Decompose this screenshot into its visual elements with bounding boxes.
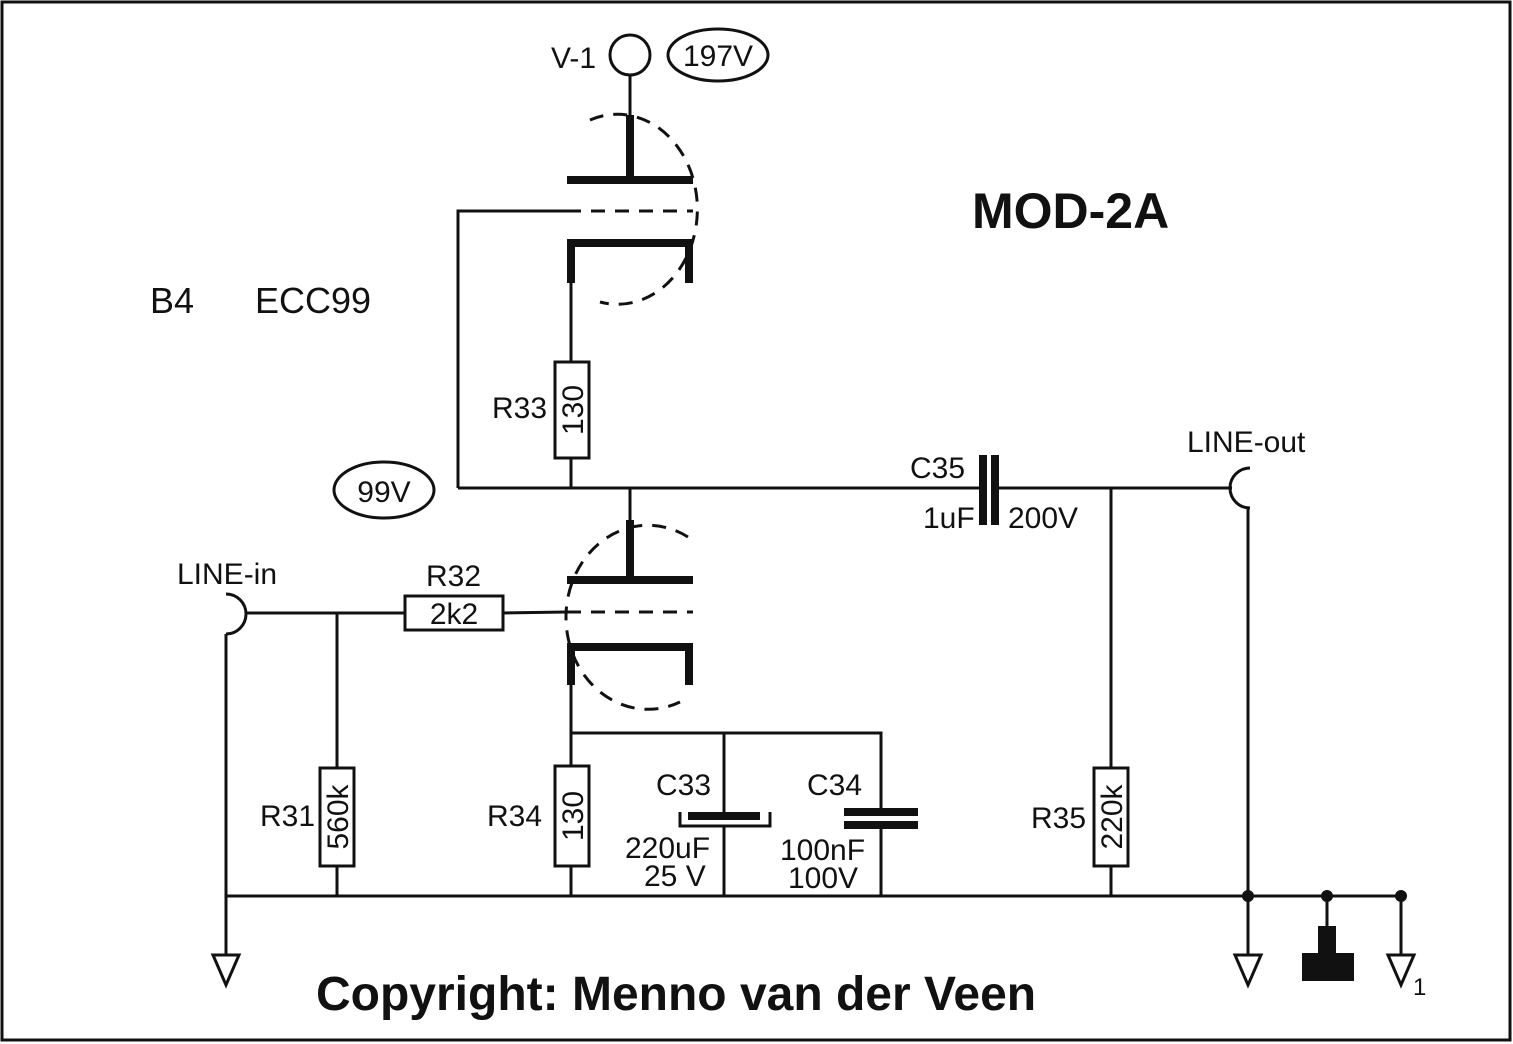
r32-value: 2k2 bbox=[430, 598, 478, 631]
c35-name: C35 bbox=[910, 452, 965, 485]
ground-subscript: 1 bbox=[1413, 974, 1426, 1001]
supply-terminal[interactable] bbox=[608, 33, 652, 77]
line-in-jack[interactable] bbox=[225, 592, 248, 636]
c33-name: C33 bbox=[656, 769, 711, 802]
chassis-ground-base bbox=[1302, 953, 1354, 981]
ground-symbol-left bbox=[210, 953, 242, 989]
section-label: B4 bbox=[150, 280, 194, 321]
c34-rating: 100V bbox=[788, 862, 858, 895]
r35-resistor[interactable] bbox=[1092, 766, 1130, 868]
tube-label: ECC99 bbox=[255, 280, 371, 321]
r34-value: 130 bbox=[557, 791, 590, 841]
c33-rating: 25 V bbox=[644, 860, 706, 893]
ground-symbol-1 bbox=[1385, 953, 1417, 989]
r35-value: 220k bbox=[1096, 783, 1129, 849]
r33-value: 130 bbox=[557, 385, 590, 435]
r33-name: R33 bbox=[492, 392, 547, 425]
lower-triode bbox=[564, 520, 693, 711]
ground-symbol-right bbox=[1232, 953, 1264, 989]
upper-envelope bbox=[589, 112, 699, 306]
r32-resistor[interactable] bbox=[403, 594, 505, 632]
c33-value: 220uF bbox=[625, 832, 710, 865]
r34-resistor[interactable] bbox=[553, 764, 591, 868]
upper-triode bbox=[567, 33, 699, 306]
c35-value: 1uF bbox=[923, 502, 975, 535]
upper-cathode bbox=[567, 239, 693, 283]
line-out-label: LINE-out bbox=[1187, 426, 1306, 459]
c34-name: C34 bbox=[807, 769, 862, 802]
r31-value: 560k bbox=[322, 783, 355, 849]
c35-rating: 200V bbox=[1008, 502, 1078, 535]
c34-value: 100nF bbox=[780, 834, 865, 867]
r35-name: R35 bbox=[1031, 802, 1086, 835]
supply-node-label: V-1 bbox=[551, 42, 596, 75]
chassis-ground-block bbox=[1318, 926, 1336, 956]
supply-voltage-label: 197V bbox=[683, 40, 753, 73]
r31-name: R31 bbox=[260, 800, 315, 833]
voltage-oval-99v bbox=[332, 460, 436, 520]
line-out-jack[interactable] bbox=[1228, 466, 1251, 510]
copyright: Copyright: Menno van der Veen bbox=[316, 968, 1036, 1021]
line-in-label: LINE-in bbox=[177, 558, 277, 591]
voltage-oval-197v bbox=[666, 27, 770, 83]
r32-name: R32 bbox=[426, 560, 481, 593]
cathode-voltage-label: 99V bbox=[357, 476, 410, 509]
lower-cathode bbox=[567, 643, 693, 685]
page-title: MOD-2A bbox=[972, 183, 1169, 239]
r34-name: R34 bbox=[487, 800, 542, 833]
